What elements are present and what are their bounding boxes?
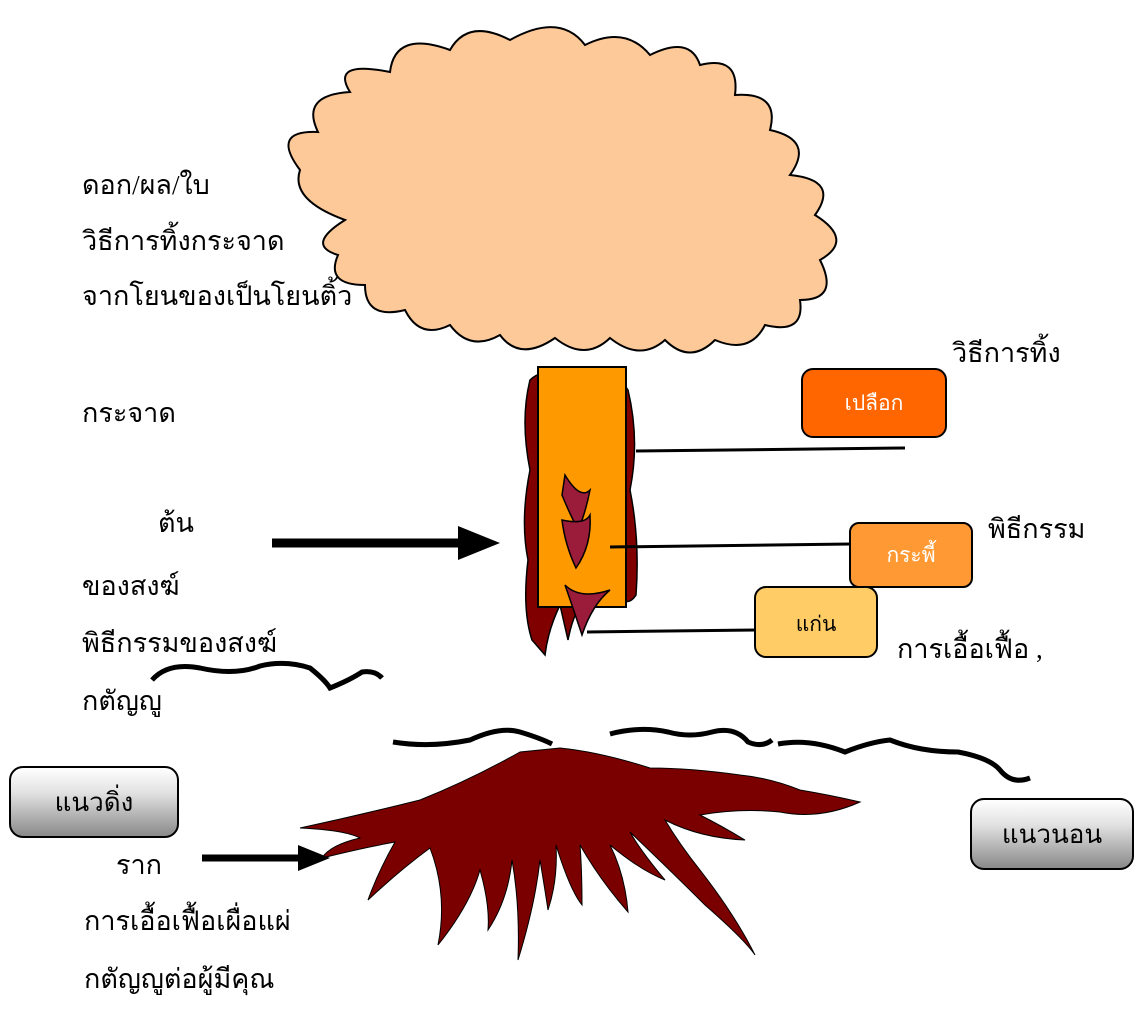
trunk-label-4: กตัญญู — [82, 688, 162, 715]
tree-crown — [288, 27, 836, 352]
root-arrow-head — [298, 845, 330, 871]
root-label-1: ราก — [116, 852, 162, 879]
bark-box: เปลือก — [801, 368, 947, 438]
connector-sapwood — [610, 544, 851, 547]
trunk-label-2: ของสงฆ์ — [82, 573, 180, 600]
connector-bark — [636, 448, 905, 451]
sapwood-box-label: กระพี้ — [886, 539, 935, 572]
crown-label-2: วิธีการทิ้งกระจาด — [82, 228, 285, 255]
ground-line-1 — [152, 663, 382, 688]
crown-label-4: กระจาด — [82, 400, 176, 427]
connector-core — [587, 630, 756, 632]
ground-line-4 — [778, 740, 1030, 780]
horizontal-direction-button[interactable]: แนวนอน — [970, 798, 1134, 870]
trunk-core — [538, 367, 626, 607]
ground-line-3 — [610, 729, 772, 744]
core-box: แก่น — [754, 586, 878, 658]
method-label: วิธีการทิ้ง — [952, 340, 1061, 367]
vertical-direction-button[interactable]: แนวดิ่ง — [9, 766, 179, 838]
core-box-label: แก่น — [796, 608, 837, 641]
ritual-label: พิธีกรรม — [988, 516, 1085, 543]
horizontal-direction-label: แนวนอน — [1002, 814, 1102, 855]
crown-label-1: ดอก/ผล/ใบ — [82, 172, 210, 199]
trunk-arrow-head — [458, 526, 500, 560]
sapwood-box: กระพี้ — [849, 522, 973, 588]
trunk-label-3: พิธีกรรมของสงฆ์ — [82, 630, 277, 657]
root-label-2: การเอื้อเฟื้อเผื่อแผ่ — [84, 908, 291, 935]
crown-label-3: จากโยนของเป็นโยนติ้ว — [82, 283, 352, 310]
ground-line-2 — [393, 730, 552, 744]
bark-box-label: เปลือก — [845, 387, 904, 420]
trunk-label-1: ต้น — [158, 510, 194, 537]
root-label-3: กตัญญูต่อผู้มีคุณ — [84, 966, 274, 993]
generosity-label: การเอื้อเฟื้อ , — [897, 636, 1043, 663]
tree-roots — [300, 748, 860, 960]
vertical-direction-label: แนวดิ่ง — [55, 782, 134, 823]
